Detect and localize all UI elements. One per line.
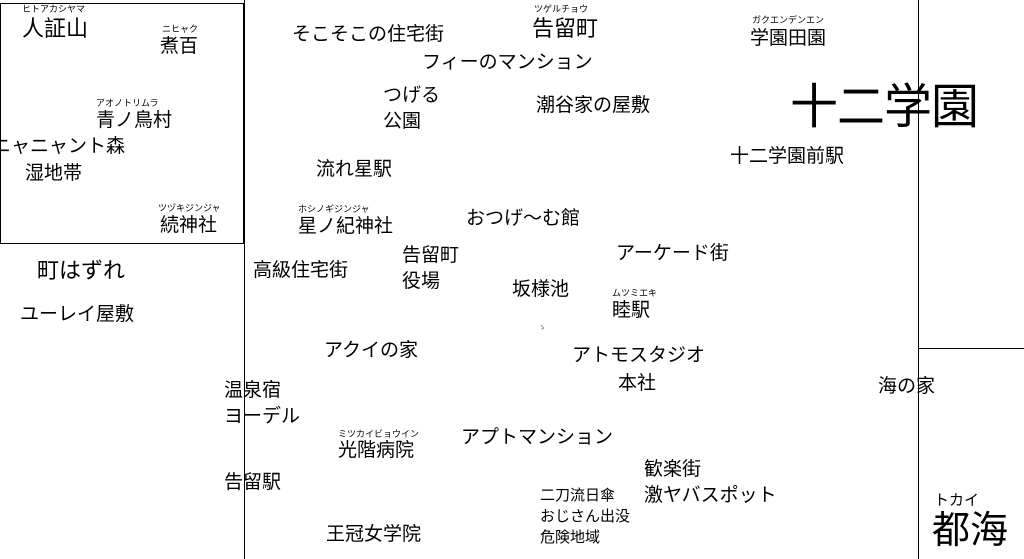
tokai-ruby: トカイ (934, 491, 980, 509)
mutsumi-eki-label[interactable]: 睦駅 (612, 299, 651, 321)
mitsukai-byoin-ruby: ミツカイビョウイン (338, 430, 420, 440)
yoderu-label[interactable]: ヨーデル (224, 405, 301, 427)
danger-zone-label-line2[interactable]: おじさん出没 (540, 507, 631, 525)
akui-no-ie-label[interactable]: アクイの家 (324, 339, 419, 361)
fee-mansion-label[interactable]: フィーのマンション (422, 51, 593, 73)
yakuba-label-line1[interactable]: 告留町 (402, 244, 460, 266)
tsuzukijinja-ruby: ツヅキジンジャ (158, 204, 221, 214)
juni-gakuen-mae-eki-label[interactable]: 十二学園前駅 (730, 145, 845, 167)
mitsukai-byoin-label[interactable]: 光階病院 (338, 439, 415, 461)
yakuba-label-line2[interactable]: 役場 (402, 270, 441, 292)
danger-zone-label-line3[interactable]: 危険地域 (540, 528, 601, 546)
yurei-yashiki-label[interactable]: ユーレイ屋敷 (20, 303, 135, 325)
tsuzukijinja-label[interactable]: 続神社 (160, 214, 218, 236)
tokai-label[interactable]: 都海 (932, 508, 1009, 552)
atmos-studio-label-line1[interactable]: アトモスタジオ (572, 344, 706, 366)
kokyu-jutakugai-label[interactable]: 高級住宅街 (253, 259, 349, 281)
onsenyado-label[interactable]: 温泉宿 (224, 379, 282, 401)
kanrakugai-label-line2[interactable]: 激ヤバスポット (644, 484, 777, 506)
tsugeru-koen-label-line1[interactable]: つげる (383, 84, 441, 106)
arcade-gai-label[interactable]: アーケード街 (616, 242, 729, 264)
atmos-studio-label-line2[interactable]: 本社 (618, 372, 657, 394)
east-district-border (918, 0, 919, 559)
nihyaku-ruby: ニヒャク (162, 25, 199, 35)
hoshinoki-jinja-ruby: ホシノギジンジャ (298, 205, 370, 215)
center-marker: ゝ (538, 323, 546, 332)
danger-zone-label-line1[interactable]: 二刀流日傘 (540, 486, 616, 504)
gakuen-denen-ruby: ガクエンデンエン (752, 16, 825, 26)
sakasamaike-label[interactable]: 坂様池 (512, 278, 570, 300)
sokosoko-jutakugai-label[interactable]: そこそこの住宅街 (292, 23, 445, 45)
hitoakashiyama-label[interactable]: 人証山 (22, 17, 89, 42)
machihazure-label[interactable]: 町はずれ (37, 259, 126, 284)
otsugemu-kan-label[interactable]: おつげ〜む館 (466, 207, 581, 229)
aonotorimura-label[interactable]: 青ノ鳥村 (96, 109, 173, 131)
juni-gakuen-label[interactable]: 十二学園 (790, 79, 979, 135)
mutsumi-eki-ruby: ムツミエキ (612, 289, 658, 299)
nihyaku-label[interactable]: 煮百 (160, 35, 199, 57)
hitoakashiyama-ruby: ヒトアカシヤマ (22, 5, 86, 15)
tsugeru-cho-ruby: ツゲルチョウ (534, 5, 589, 15)
tsugeru-eki-label[interactable]: 告留駅 (224, 471, 282, 493)
outou-jogakuin-label[interactable]: 王冠女学院 (326, 523, 422, 545)
umi-no-ie-label[interactable]: 海の家 (878, 375, 936, 397)
west-district-border (244, 0, 245, 559)
gakuen-denen-label[interactable]: 学園田園 (750, 27, 827, 49)
apt-mansion-label[interactable]: アプトマンション (461, 426, 614, 448)
shiotani-yashiki-label[interactable]: 潮谷家の屋敷 (536, 94, 651, 116)
northwest-region-border (0, 3, 244, 244)
hoshinoki-jinja-label[interactable]: 星ノ紀神社 (298, 215, 394, 237)
tsugeru-koen-label-line2[interactable]: 公園 (383, 110, 422, 132)
shicchitai-label[interactable]: 湿地帯 (25, 162, 83, 184)
nyanyanto-mori-label[interactable]: ニャニャント森 (0, 135, 126, 157)
kanrakugai-label-line1[interactable]: 歓楽街 (644, 458, 702, 480)
nagareboshi-eki-label[interactable]: 流れ星駅 (316, 158, 393, 180)
sea-region-top-border (918, 348, 1024, 349)
aonotorimura-ruby: アオノトリムラ (96, 99, 159, 109)
tsugeru-cho-label[interactable]: 告留町 (532, 17, 599, 42)
